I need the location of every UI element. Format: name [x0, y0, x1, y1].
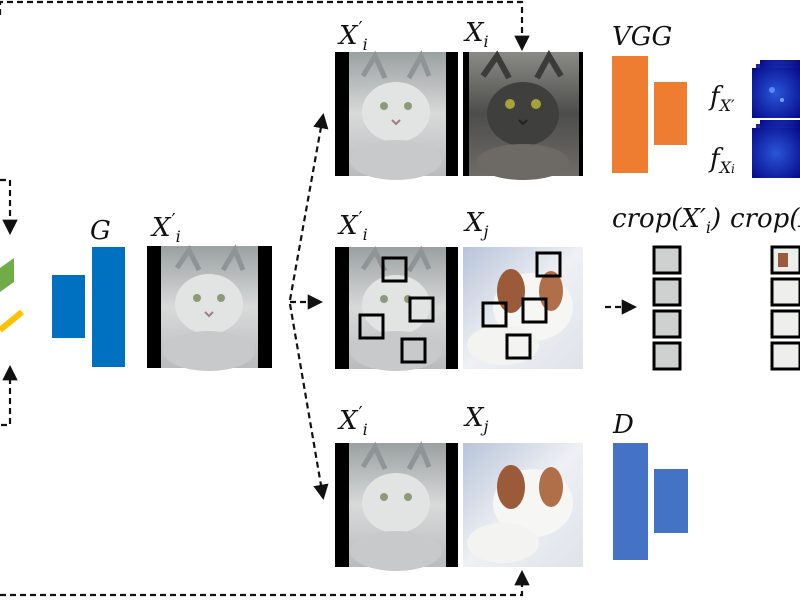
crop-strip-generated: [652, 245, 682, 371]
dashed-arrow-top-left: [0, 178, 18, 236]
row2-target-image: [463, 247, 583, 369]
left-partial-network: [0, 258, 24, 333]
discriminator-block-large: [613, 443, 648, 560]
row2-generated-image: [335, 245, 458, 371]
generator-block-small: [52, 275, 85, 338]
branch-arrows: [288, 112, 638, 501]
row1-source-image: [463, 49, 583, 180]
label-crop-target: crop(X: [730, 204, 800, 234]
label-feature-generated: fX′: [710, 82, 735, 115]
row3-target-image: [463, 443, 583, 567]
discriminator-block-small: [654, 469, 688, 533]
label-generator: G: [90, 216, 111, 246]
crop-boxes-generated: [358, 256, 435, 364]
vgg-block-small: [654, 82, 687, 145]
discriminator-network: [613, 443, 688, 560]
center-generated-image: [147, 244, 272, 371]
label-vgg: VGG: [612, 22, 673, 52]
vgg-network: [612, 56, 687, 173]
crop-boxes-target: [481, 251, 562, 360]
label-discriminator: D: [613, 410, 634, 440]
dashed-line-bottom-left: [0, 364, 18, 427]
row1-generated-image: [335, 50, 458, 180]
feature-map-source: [752, 120, 800, 178]
green-shape: [0, 258, 14, 292]
label-row1-xi: Xi: [465, 18, 489, 51]
generator-network: [52, 247, 125, 367]
crop-strip-target: [770, 245, 800, 371]
label-row3-xi-prime: X′i: [339, 403, 368, 439]
label-row1-xi-prime: X′i: [339, 18, 368, 54]
feature-map-generated: [752, 60, 800, 118]
label-crop-generated: crop(X′i): [612, 204, 722, 237]
label-row2-xi-prime: X′i: [339, 208, 368, 244]
dashed-arrow-bottom-feedback: [0, 569, 530, 597]
label-feature-source: fXi: [710, 144, 735, 177]
yellow-bar: [0, 309, 24, 333]
vgg-block-large: [612, 56, 648, 173]
label-center-xi-prime: X′i: [152, 210, 181, 246]
dashed-arrow-top-feedback: [0, 0, 530, 52]
label-row2-xj: Xj: [465, 208, 489, 241]
generator-block-large: [92, 247, 125, 367]
label-row3-xj: Xj: [465, 403, 489, 436]
row3-generated-image: [335, 441, 458, 571]
